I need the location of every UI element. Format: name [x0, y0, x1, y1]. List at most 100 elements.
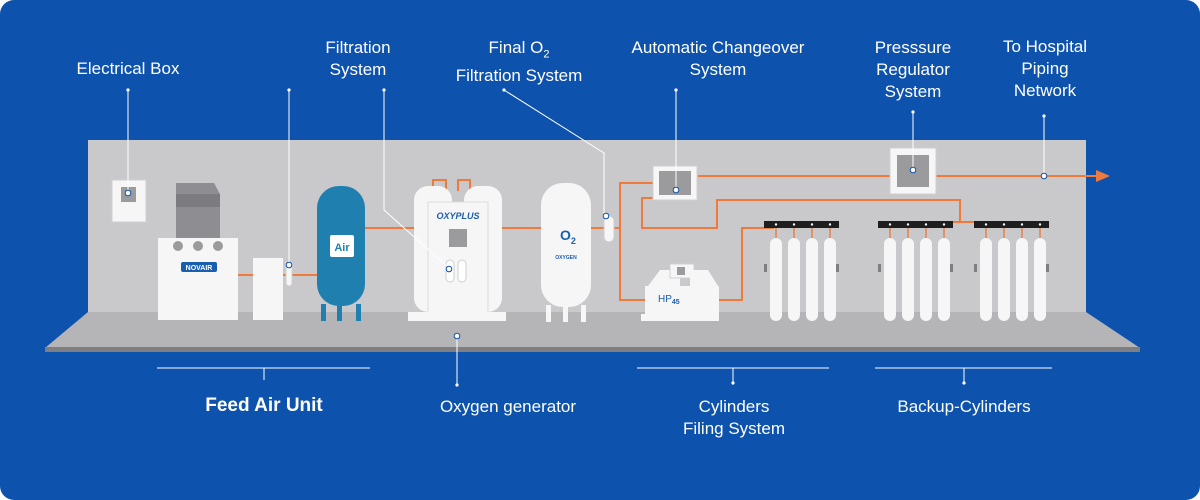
pipe-filter-to-changeover [614, 182, 653, 229]
manifold-valve [792, 223, 796, 226]
compressor-knob [173, 241, 183, 251]
filtration-cabinet [253, 258, 283, 320]
novair-logo: NOVAIR [186, 265, 213, 272]
cylinder-rack-clip [974, 264, 977, 272]
leader-dot [453, 332, 461, 340]
booster-label: HP45 [658, 294, 680, 306]
label-cylinders-filing: Cylinders Filing System [682, 397, 786, 438]
pipe-booster-to-cylinders [719, 227, 774, 301]
manifold-valve [984, 223, 988, 226]
label-filtration-system: Filtration System [325, 38, 391, 79]
generator-screen [449, 229, 467, 247]
hp-main-text: HP [658, 294, 672, 305]
floor-platform [45, 312, 1140, 348]
compressor-hood-band [176, 194, 220, 207]
leader-dot [287, 88, 291, 92]
o2-tank-label: O2 [560, 227, 576, 246]
gas-cylinder [1016, 238, 1028, 321]
booster-base [641, 314, 719, 321]
cylinder-manifold [974, 221, 1049, 228]
o2-sub-text: 2 [571, 236, 576, 246]
hp-sub-text: 45 [672, 299, 680, 306]
manifold-valve [810, 223, 814, 226]
compressor-knob [193, 241, 203, 251]
oxyplus-logo: OXYPLUS [436, 211, 479, 221]
manifold-valve [1038, 223, 1042, 226]
generator-base [408, 312, 506, 321]
leader-dot [382, 88, 386, 92]
compressor-body [158, 238, 238, 320]
label-electrical-box: Electrical Box [76, 59, 180, 78]
floor-edge [45, 347, 1140, 352]
generator-filter [457, 259, 467, 283]
booster-head [690, 270, 718, 286]
o2-tank [541, 183, 591, 307]
final-o2-filter [603, 215, 615, 243]
compressor-knob [213, 241, 223, 251]
leader-dot [911, 110, 915, 114]
manifold-valve [924, 223, 928, 226]
air-tank-leg [321, 304, 326, 321]
final-o2-suffix: Filtration System [455, 66, 583, 86]
manifold-valve [828, 223, 832, 226]
generator-top-pipe [432, 179, 471, 191]
leader-dot [1040, 172, 1048, 180]
o2-tank-leg [546, 305, 551, 322]
cylinder-rack-clip [836, 264, 839, 272]
leader-dot [602, 212, 610, 220]
leader-dot [445, 265, 453, 273]
gas-cylinder [824, 238, 836, 321]
leader-dot [909, 166, 917, 174]
pipe-changeover-return [641, 197, 961, 229]
novair-badge [181, 262, 217, 272]
gas-cylinder [938, 238, 950, 321]
label-oxygen-generator: Oxygen generator [439, 397, 577, 416]
cylinder-banks [764, 221, 1049, 321]
label-hospital-network: To Hospital Piping Network [1002, 37, 1088, 100]
final-o2-prefix: Final O [488, 38, 544, 57]
cylinder-rack-clip [950, 264, 953, 272]
air-tank-label: Air [334, 242, 350, 254]
o2-tank-leg [581, 305, 586, 322]
label-automatic-changeover: Automatic Changeover System [631, 38, 805, 79]
label-pressure-regulator: Presssure Regulator System [874, 38, 952, 101]
booster-top-window [677, 267, 685, 275]
air-tank-label-bg [330, 235, 354, 257]
leader-dot [455, 383, 459, 387]
leader-dot [1042, 114, 1046, 118]
group-brackets [157, 367, 1052, 385]
cylinder-manifold [764, 221, 839, 228]
gas-cylinder [884, 238, 896, 321]
cylinder-manifold [878, 221, 953, 228]
arrow-head-icon [1096, 170, 1110, 182]
manifold-valve [774, 223, 778, 226]
cylinder-rack-clip [1046, 264, 1049, 272]
gas-cylinder [998, 238, 1010, 321]
callout-lines [124, 88, 1048, 387]
gas-cylinder [1034, 238, 1046, 321]
gas-cylinder [980, 238, 992, 321]
leader-dot [674, 88, 678, 92]
leader-dot [124, 189, 132, 197]
pipe-booster-feed [619, 228, 645, 301]
gas-cylinder [770, 238, 782, 321]
compressor-hood [176, 183, 220, 238]
o2-main-text: O [560, 227, 571, 243]
gas-cylinder [806, 238, 818, 321]
label-feed-air-unit: Feed Air Unit [205, 395, 323, 416]
leader-dot [672, 186, 680, 194]
leader-dot [126, 88, 130, 92]
leader-final-o2 [503, 89, 605, 214]
booster-body [645, 286, 719, 314]
leader-oxyplus-filter [383, 90, 450, 269]
manifold-valve [1020, 223, 1024, 226]
manifold-valve [1002, 223, 1006, 226]
gas-cylinder [920, 238, 932, 321]
manifold-valve [906, 223, 910, 226]
leader-dot [731, 381, 735, 385]
air-tank-leg [337, 304, 342, 321]
cylinder-rack-clip [878, 264, 881, 272]
